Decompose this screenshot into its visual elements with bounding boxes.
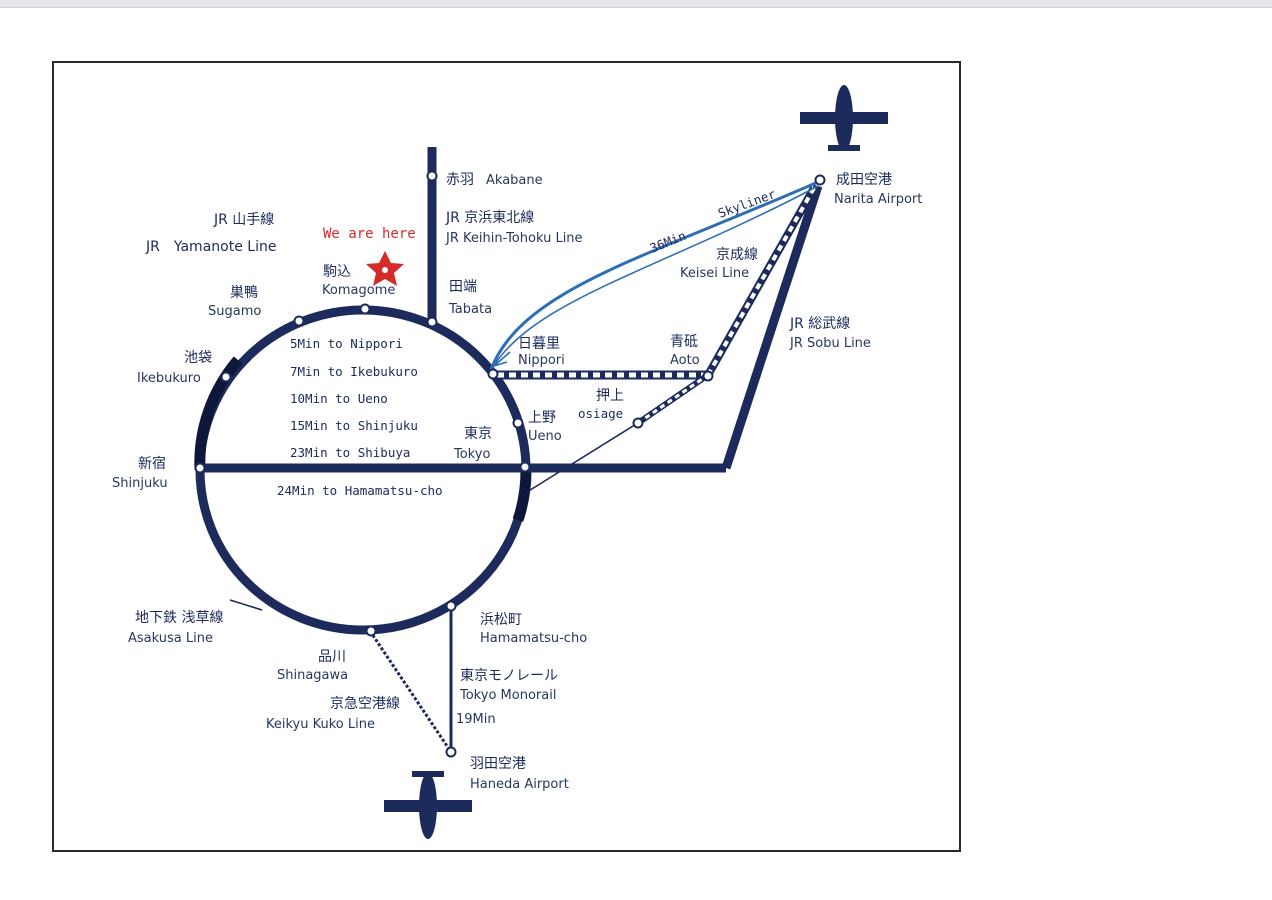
narita-en: Narita Airport	[834, 192, 922, 207]
keihin-jp: JR 京浜東北線	[445, 210, 534, 226]
station-narita	[814, 174, 826, 186]
tabata-jp: 田端	[449, 279, 477, 295]
time-ueno: 10Min to Ueno	[290, 391, 388, 406]
asakusa-jp: 地下鉄 浅草線	[135, 610, 223, 626]
skyliner-route	[488, 180, 819, 373]
station-shinjuku	[194, 462, 206, 474]
akabane-en: Akabane	[486, 173, 543, 188]
sobu-line-narita	[721, 184, 823, 470]
oshiage-en: osiage	[578, 406, 623, 421]
station-hamamatsucho	[445, 600, 457, 612]
station-ueno	[512, 417, 524, 429]
komagome-en: Komagome	[322, 283, 395, 298]
sobu-jp: JR 総武線	[789, 316, 850, 332]
aoto-en: Aoto	[670, 353, 700, 368]
akabane-jp: 赤羽	[446, 172, 474, 188]
oshiage-jp: 押上	[596, 388, 624, 404]
asakusa-line-west	[229, 599, 263, 611]
we-are-here-label: We are here	[323, 226, 416, 242]
haneda-en: Haneda Airport	[470, 777, 569, 792]
ikebukuro-jp: 池袋	[184, 350, 212, 366]
komagome-jp: 駒込	[323, 264, 351, 280]
plane-icon-haneda	[384, 771, 472, 839]
ueno-jp: 上野	[528, 410, 556, 426]
keikyu-jp: 京急空港線	[330, 696, 400, 712]
shinagawa-en: Shinagawa	[277, 668, 348, 683]
station-haneda	[445, 746, 457, 758]
yamanote-en: JR Yamanote Line	[145, 239, 276, 255]
skyliner-label: Skyliner	[716, 186, 778, 221]
aoto-jp: 青砥	[670, 334, 698, 350]
ring-accent-west	[194, 356, 243, 471]
shinjuku-jp: 新宿	[138, 455, 166, 472]
tokyo-en: Tokyo	[453, 447, 490, 462]
shinjuku-en: Shinjuku	[112, 476, 168, 491]
sobu-en: JR Sobu Line	[789, 336, 871, 351]
sugamo-jp: 巣鴨	[230, 285, 258, 301]
narita-jp: 成田空港	[836, 172, 892, 188]
station-ikebukuro	[220, 371, 232, 383]
yamanote-jp: JR 山手線	[213, 212, 274, 228]
keikyu-en: Keikyu Kuko Line	[266, 717, 375, 732]
station-sugamo	[293, 315, 305, 327]
nippori-en: Nippori	[518, 353, 565, 368]
skyliner-arrow-icon	[493, 351, 511, 367]
tokyo-jp: 東京	[464, 426, 492, 442]
time-ikebukuro: 7Min to Ikebukuro	[290, 364, 418, 379]
time-shinjuku: 15Min to Shinjuku	[290, 418, 418, 433]
monorail-time: 19Min	[456, 712, 496, 727]
hamamatsucho-en: Hamamatsu-cho	[480, 631, 587, 646]
monorail-jp: 東京モノレール	[460, 668, 558, 684]
skyliner-route-inner	[489, 185, 819, 373]
monorail-en: Tokyo Monorail	[459, 688, 556, 703]
asakusa-en: Asakusa Line	[128, 631, 213, 646]
time-hamamatsucho: 24Min to Hamamatsu-cho	[277, 483, 443, 498]
plane-icon-narita	[800, 85, 888, 151]
asakusa-oshiage-link	[636, 372, 710, 426]
station-akabane	[426, 170, 438, 182]
station-nippori	[487, 368, 499, 380]
station-aoto	[702, 370, 714, 382]
nippori-jp: 日暮里	[518, 336, 560, 352]
scan-top-edge	[0, 0, 1272, 8]
station-oshiage	[632, 417, 644, 429]
ueno-en: Ueno	[528, 429, 562, 444]
here-star-center	[382, 267, 388, 273]
station-shinagawa	[365, 625, 377, 637]
shinagawa-jp: 品川	[318, 649, 346, 665]
hamamatsucho-jp: 浜松町	[480, 612, 522, 628]
tabata-en: Tabata	[448, 302, 492, 317]
keikyu-line	[368, 630, 453, 753]
sugamo-en: Sugamo	[208, 304, 261, 319]
time-nippori: 5Min to Nippori	[290, 336, 403, 351]
asakusa-line-thin	[526, 422, 639, 493]
keisei-en: Keisei Line	[680, 266, 749, 281]
station-tokyo	[519, 461, 531, 473]
ikebukuro-en: Ikebukuro	[137, 371, 201, 386]
ring-accent-east	[512, 469, 532, 522]
haneda-jp: 羽田空港	[470, 756, 526, 772]
station-tabata	[426, 316, 438, 328]
time-shibuya: 23Min to Shibuya	[290, 445, 410, 460]
keihin-en: JR Keihin-Tohoku Line	[445, 231, 583, 246]
keisei-dash-east	[706, 187, 816, 376]
station-komagome	[359, 303, 371, 315]
keisei-jp: 京成線	[716, 247, 758, 263]
